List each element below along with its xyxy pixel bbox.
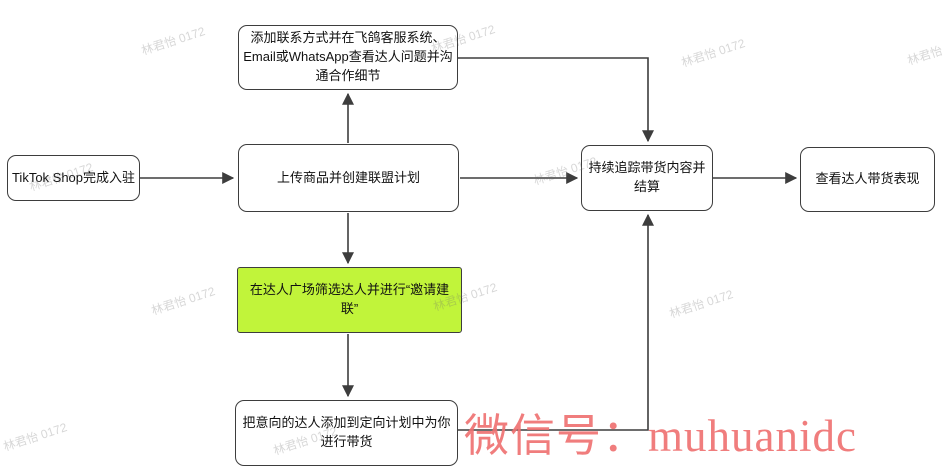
node-add-creators-targeted-plan: 把意向的达人添加到定向计划中为你 进行带货 (235, 400, 458, 466)
connector-contact-to-track (458, 57, 654, 143)
connector-target-to-track (458, 213, 654, 431)
node-upload-products-create-plan: 上传商品并创建联盟计划 (238, 144, 459, 212)
node-review-creator-performance: 查看达人带货表现 (800, 147, 935, 212)
node-add-contact-communicate: 添加联系方式并在飞鸽客服系统、 Email或WhatsApp查看达人问题并沟 通… (238, 25, 458, 90)
node-track-content-settle: 持续追踪带货内容并 结算 (581, 145, 713, 211)
node-creator-marketplace-invite: 在达人广场筛选达人并进行“邀请建 联” (237, 267, 462, 333)
node-tiktok-shop-entry: TikTok Shop完成入驻 (7, 155, 140, 201)
